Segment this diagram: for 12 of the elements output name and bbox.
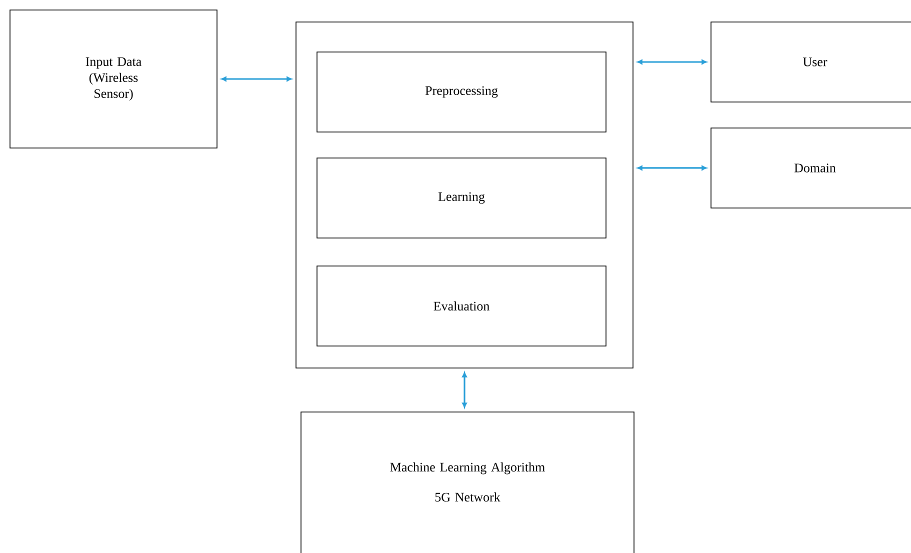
network-box: Machine Learning Algorithm 5G Network [300,412,634,553]
process-box: Learning [316,158,606,238]
input-box: Input Data (Wireless Sensor) [10,10,218,148]
entity-box: Domain [710,128,911,208]
entity-box: User [710,22,911,102]
container-box [296,22,634,368]
process-box: Preprocessing [316,52,606,132]
arrow [462,372,467,408]
arrow [637,166,707,170]
arrow [637,60,707,64]
arrow [221,76,292,82]
process-box: Evaluation [316,266,606,346]
